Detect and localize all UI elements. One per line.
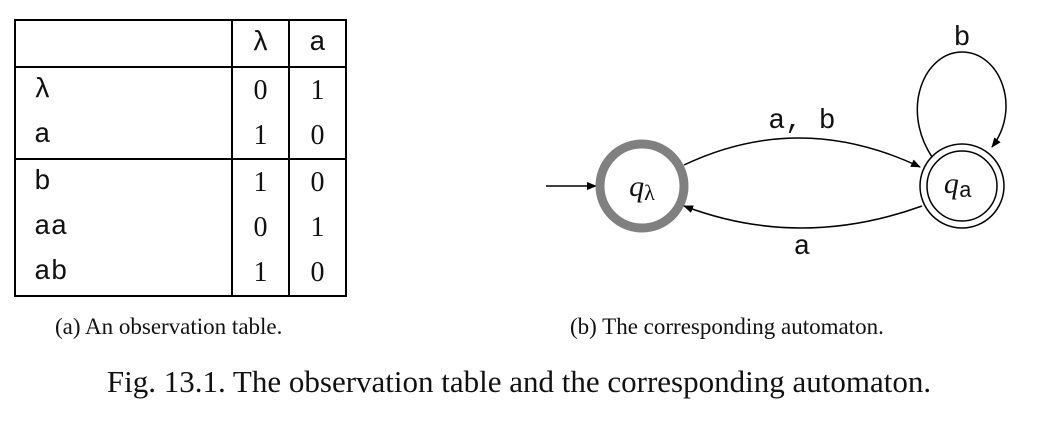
row-label: aa — [15, 205, 233, 250]
transition-label: b — [954, 23, 971, 54]
row-label: ab — [15, 250, 233, 296]
subcaption-a: (a) An observation table. — [55, 314, 283, 339]
state-q-lambda: qλ — [595, 139, 689, 233]
column-header: λ — [232, 20, 289, 68]
table-row: aa 0 1 — [15, 205, 346, 250]
table-corner-cell — [15, 20, 233, 68]
transition-label: a — [794, 232, 811, 263]
column-header: a — [288, 20, 346, 68]
table-cell: 1 — [288, 67, 346, 113]
self-loop-arrow-q-a — [916, 51, 1007, 158]
state-ring — [595, 139, 689, 233]
transition-arrow-q-lambda-to-q-a — [683, 137, 921, 168]
transition-label: a, b — [768, 106, 835, 137]
table-cell: 0 — [288, 159, 346, 205]
row-label: b — [15, 159, 233, 205]
table-cell: 1 — [253, 256, 268, 288]
table-cell: 0 — [288, 250, 346, 296]
state-label: qa — [944, 167, 972, 204]
table-row: ab 1 0 — [15, 250, 346, 296]
state-outer-ring — [919, 143, 1005, 229]
table-cell: 0 — [253, 211, 268, 243]
table-row: b 1 0 — [15, 159, 346, 205]
transition-arrow-q-a-to-q-lambda — [683, 205, 923, 229]
table-cell: 1 — [232, 113, 289, 160]
table-row: λ 0 1 — [15, 67, 346, 113]
table-cell: 1 — [253, 166, 268, 198]
table-cell: 1 — [288, 205, 346, 250]
state-inner-ring — [926, 150, 998, 222]
state-q-a: qa — [919, 143, 1005, 229]
row-label: a — [15, 113, 233, 160]
figure-caption: Fig. 13.1. The observation table and the… — [106, 364, 932, 399]
table-row: a 1 0 — [15, 113, 346, 160]
subcaption-b: (b) The corresponding automaton. — [570, 314, 884, 339]
observation-table: λ a λ 0 1 a 1 0 b 1 0 aa 0 1 ab 1 0 — [14, 19, 347, 297]
state-label: qλ — [629, 170, 655, 205]
table-cell: 0 — [253, 74, 268, 106]
table-cell: 0 — [288, 113, 346, 160]
table-header-row: λ a — [15, 20, 346, 68]
row-label: λ — [15, 67, 233, 113]
